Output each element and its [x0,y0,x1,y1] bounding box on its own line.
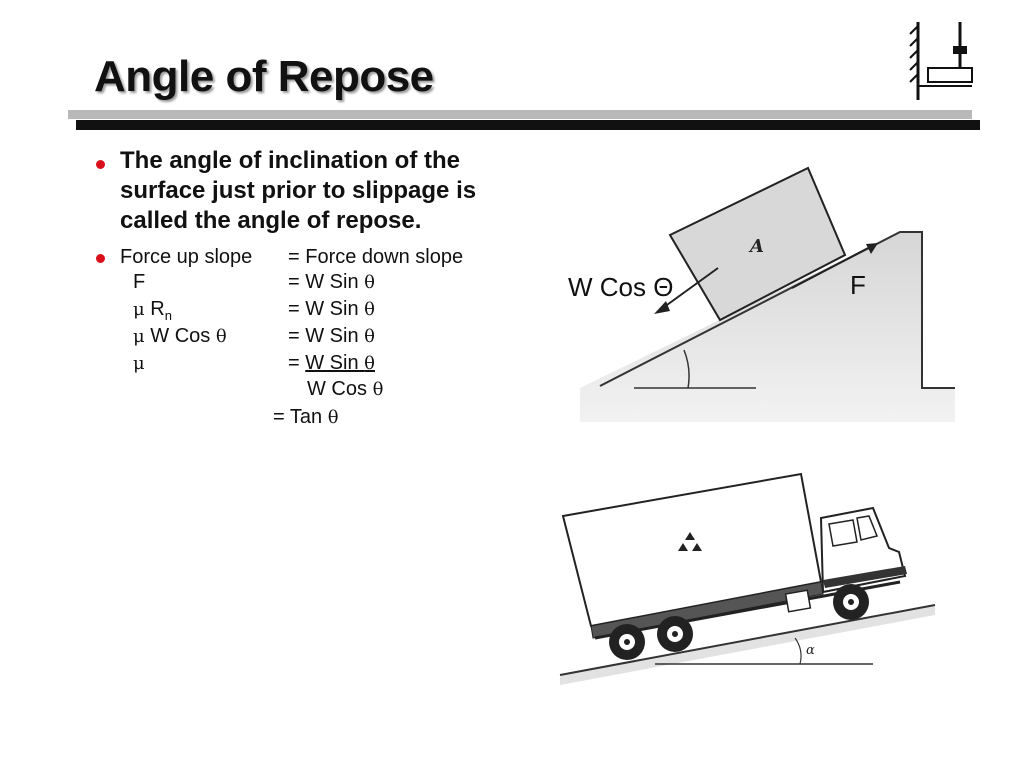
eq-left-header: Force up slope [120,246,253,268]
eq-row1-rhs: = W Sin θ [288,270,375,295]
theta-symbol: θ [364,326,375,347]
eq-row2-rhs: = W Sin θ [288,297,375,322]
eq-row3-rhs: = W Sin θ [288,324,375,349]
fuel-tank [784,589,812,613]
mu-symbol: μ [133,326,145,347]
eq-row4-rhs-prefix: = [288,352,306,374]
slide-title: Angle of Repose [94,52,434,101]
angle-arc [794,637,802,665]
cargo-box-base [590,581,824,639]
eq-row2-lhs-text: R [150,298,165,320]
wheel [833,584,869,620]
theta-symbol: θ [327,407,339,428]
main-bullet-text: The angle of inclination of the surface … [120,147,477,234]
angle-arc [683,349,690,389]
inclined-plane-figure: A W Cos Θ F [568,166,955,422]
ramp-shape [580,232,955,422]
eq-row2-lhs: μ Rn [133,297,172,328]
w-cos-label: W Cos Θ [568,272,673,302]
theta-symbol: θ [364,272,375,293]
road-edge [559,604,936,676]
wheel [609,624,645,660]
eq-row1-rhs-text: = W Sin [288,271,365,293]
subscript-n: n [164,308,172,323]
eq-row4-lhs: μ [133,351,145,376]
cab-stripe [823,566,907,588]
result-text: = Tan [273,406,328,428]
truck [561,472,907,660]
mu-symbol: μ [133,353,145,374]
wheel [657,616,693,652]
arrowhead-icon [866,243,878,254]
logo-icon [909,22,973,100]
eq-row4-numerator: W Sin θ [305,352,375,374]
alpha-label: α [806,643,815,658]
denominator-text: W Cos [307,378,373,400]
title-rule-dark [76,120,980,130]
cab-window [828,519,858,547]
road-surface [560,605,935,685]
eq-denominator: W Cos θ [307,377,383,402]
theta-symbol: θ [215,326,227,347]
block-label: A [748,236,764,257]
mu-symbol: μ [133,299,145,320]
eq-right-header: = Force down slope [288,246,464,268]
eq-row2-rhs-text: = W Sin [288,298,365,320]
cargo-logo-icon-part [692,543,702,551]
eq-row3-rhs-text: = W Sin [288,325,365,347]
eq-row4-rhs: = W Sin θ [288,351,375,376]
sliding-block [668,166,847,322]
eq-result: = Tan θ [273,405,339,430]
theta-symbol: θ [372,379,384,400]
cab-windshield [856,515,879,541]
cargo-logo-icon-part [678,543,688,551]
truck-on-slope-figure: α [559,472,936,685]
eq-row3-lhs: μ W Cos θ [133,324,227,349]
title-rule-light [68,110,972,119]
bullet-marker [96,160,105,169]
cargo-logo-icon [685,532,695,540]
eq-row3-lhs-text: W Cos [150,325,211,347]
eq-row1-lhs: F [133,270,145,294]
theta-symbol: θ [364,353,375,374]
numerator-text: W Sin [305,352,365,374]
arrowhead-icon [654,301,670,314]
theta-symbol: θ [364,299,375,320]
force-up-arrow [791,245,873,289]
eq-row1-lhs-text: F [133,271,146,293]
force-down-arrow [659,267,719,311]
f-label: F [850,270,866,300]
bullet-marker [96,254,105,263]
